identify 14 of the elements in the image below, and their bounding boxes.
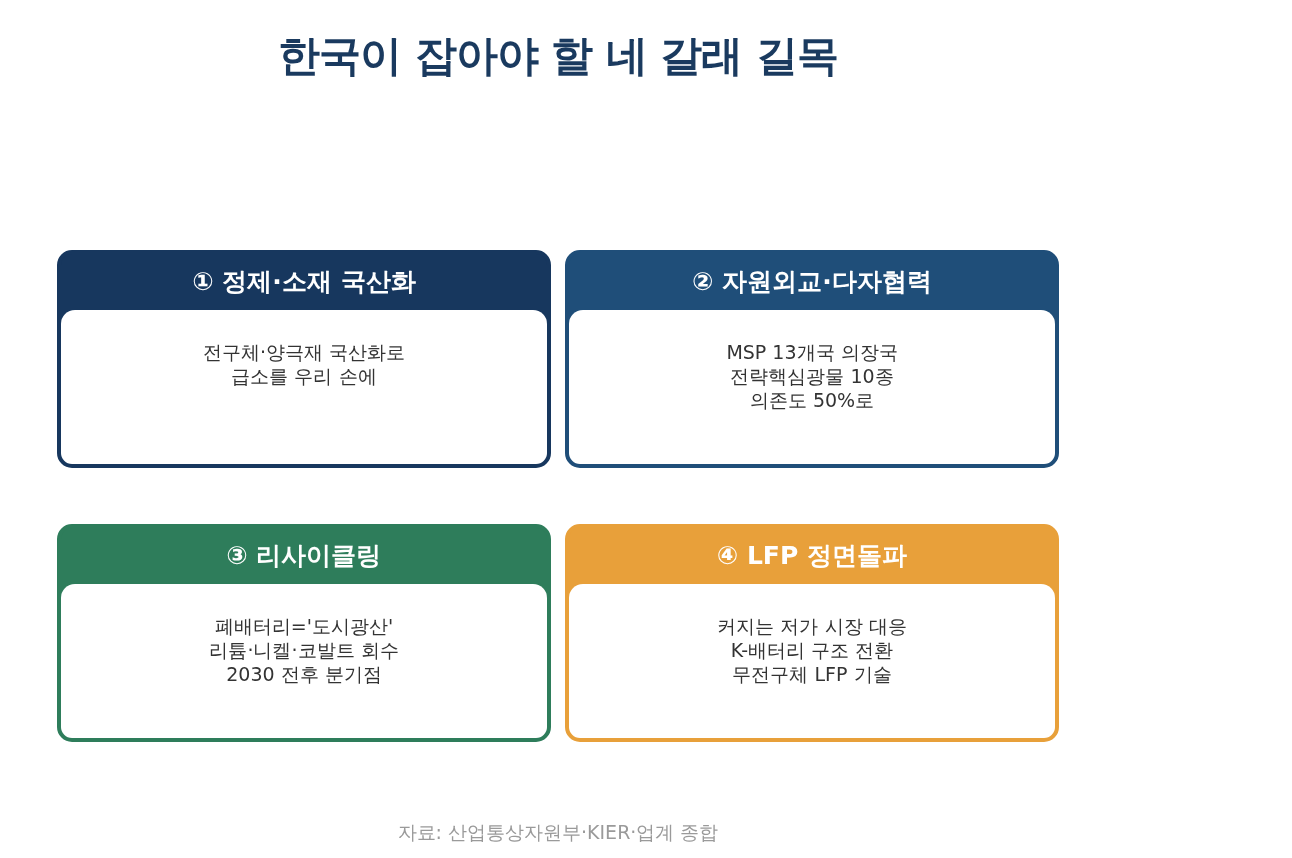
card-text: 폐배터리='도시광산' 리튬·니켈·코발트 회수 2030 전후 분기점 bbox=[208, 614, 400, 686]
title: 한국이 잡아야 할 네 갈래 길목 bbox=[276, 30, 840, 82]
card-heading: ② 자원외교·다자협력 bbox=[691, 266, 933, 298]
source-caption: 자료: 산업통상자원부·KIER·업계 종합 bbox=[396, 820, 720, 845]
card-heading: ④ LFP 정면돌파 bbox=[716, 540, 908, 572]
card bbox=[57, 524, 551, 742]
card bbox=[57, 250, 551, 468]
card-heading: ③ 리사이클링 bbox=[225, 540, 383, 572]
card bbox=[565, 524, 1059, 742]
card-text: 전구체·양극재 국산화로 급소를 우리 손에 bbox=[201, 340, 407, 388]
card-heading: ① 정제·소재 국산화 bbox=[191, 266, 417, 298]
card-text: MSP 13개국 의장국 전략핵심광물 10종 의존도 50%로 bbox=[725, 340, 899, 412]
card bbox=[565, 250, 1059, 468]
card-text: 커지는 저가 시장 대응 K-배터리 구조 전환 무전구체 LFP 기술 bbox=[716, 614, 908, 686]
